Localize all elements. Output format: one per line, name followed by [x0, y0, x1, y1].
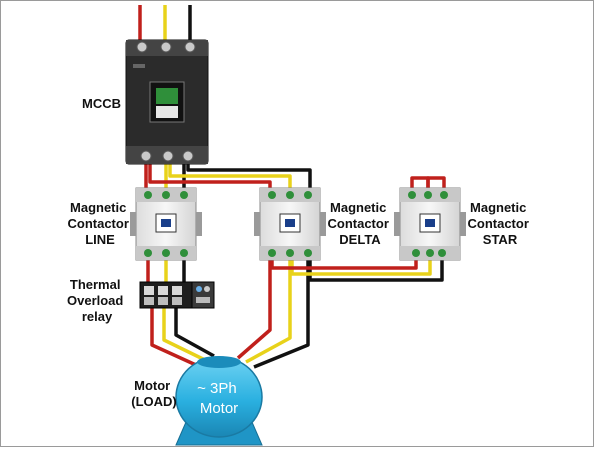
mccb-to-delta-red	[148, 162, 272, 190]
contactor-line	[130, 187, 202, 261]
mccb-to-delta-black	[186, 162, 312, 190]
motor-load-label: Motor (LOAD)	[131, 378, 177, 409]
delta-to-motor-red	[236, 258, 272, 360]
contactor-star-label: Magnetic Contactor STAR	[467, 200, 532, 247]
delta-to-star-yellow	[290, 258, 432, 276]
star-shorting-link-b	[426, 176, 446, 190]
wiring	[138, 5, 446, 369]
delta-to-motor-black	[253, 258, 310, 369]
contactor-delta-label: Magnetic Contactor DELTA	[327, 200, 392, 247]
mccb-breaker	[125, 39, 209, 165]
motor-body-label: ~ 3Ph Motor	[197, 380, 241, 417]
olr-to-motor-yellow	[162, 305, 206, 362]
mccb-label: MCCB	[82, 96, 121, 111]
thermal-overload-relay	[139, 281, 215, 309]
thermal-overload-label: Thermal Overload relay	[67, 277, 127, 324]
olr-to-motor-red	[150, 305, 197, 367]
motor: ~ 3Ph Motor	[175, 356, 263, 446]
contactor-star	[394, 187, 466, 261]
contactor-line-label: Magnetic Contactor LINE	[67, 200, 132, 247]
mccb-to-delta-yellow	[168, 162, 292, 190]
delta-to-motor-yellow	[245, 258, 292, 364]
delta-to-star-red	[270, 258, 418, 270]
contactor-delta	[254, 187, 326, 261]
olr-to-motor-black	[174, 305, 215, 358]
